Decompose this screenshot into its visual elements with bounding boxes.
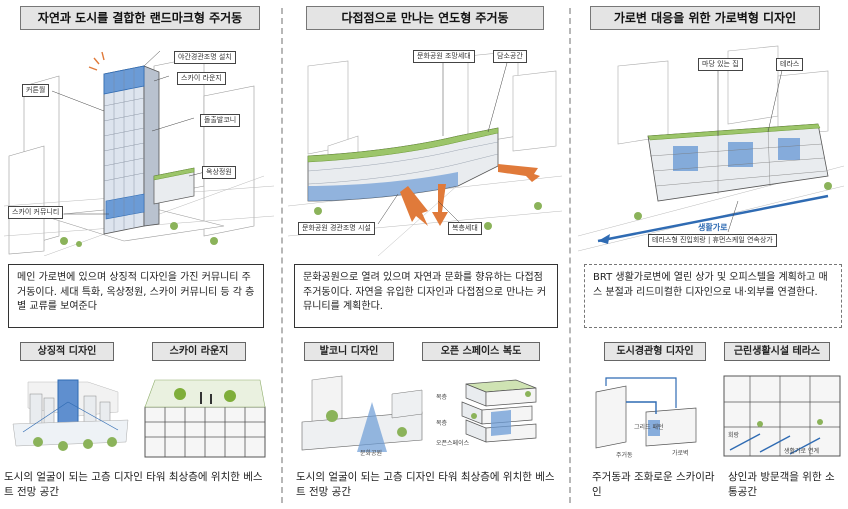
- sub-title-balcony-design: 발코니 디자인: [304, 342, 394, 361]
- callout-duplex-unit: 복층세대: [448, 222, 482, 235]
- column-description: 문화공원으로 열려 있으며 자연과 문화를 향유하는 다접점 주거동이다. 자연…: [294, 264, 558, 328]
- sub-title-open-corridor: 오픈 스페이스 복도: [422, 342, 540, 361]
- callout-roof-garden: 옥상정원: [202, 166, 236, 179]
- symbolic-design-illustration: [8, 372, 132, 460]
- column-description: BRT 생활가로변에 열린 상가 및 오피스텔을 계획하고 매스 분절과 리드미…: [584, 264, 842, 328]
- cityscape-design-illustration: 그리드 패턴 주거동 가로벽: [586, 372, 712, 460]
- label-duplex: 복층: [436, 420, 448, 427]
- label-duplex: 복층: [436, 394, 448, 401]
- callout-curtain-wall: 커튼월: [22, 84, 50, 97]
- label-grid-pattern: 그리드 패턴: [634, 424, 664, 431]
- sub-caption: 도시의 얼굴이 되는 고층 디자인 타워 최상층에 위치한 베스트 전망 공간: [4, 471, 263, 498]
- callout-sky-community: 스카이 커뮤니티: [8, 206, 64, 219]
- callout-balcony: 돌출발코니: [200, 114, 241, 127]
- sub-caption: 상인과 방문객을 위한 소통공간: [728, 471, 835, 498]
- column-title: 가로변 대응을 위한 가로벽형 디자인: [590, 6, 820, 30]
- callout-chat-space: 담소공간: [493, 50, 527, 63]
- sub-title-cityscape-design: 도시경관형 디자인: [604, 342, 706, 361]
- sky-lounge-illustration: [140, 372, 270, 460]
- sub-title-terrace: 근린생활시설 테라스: [724, 342, 830, 361]
- column-separator: [569, 8, 571, 503]
- sub-caption: 도시의 얼굴이 되는 고층 디자인 타워 최상층에 위치한 베스트 전망 공간: [296, 471, 555, 498]
- label-open-space: 오픈스페이스: [436, 440, 470, 447]
- sub-title-sky-lounge: 스카이 라운지: [152, 342, 246, 361]
- label-arcade: 회랑: [728, 432, 740, 439]
- callout-terrace: 테라스: [776, 58, 804, 71]
- sub-caption: 주거동과 조화로운 스카이라인: [592, 471, 715, 498]
- callout-courtyard-house: 마당 있는 집: [698, 58, 743, 71]
- landmark-tower-illustration: 야간경관조명 설치 스카이 라운지 커튼월 돌출발코니 옥상정원 스카이 커뮤니…: [4, 36, 274, 256]
- terrace-illustration: 회랑 생활가로 연계: [720, 372, 844, 460]
- perimeter-block-illustration: 문화공원 조망세대 담소공간 문화공원 경관조명 시설 복층세대: [288, 36, 562, 256]
- balcony-design-illustration: 문화공원: [292, 372, 432, 460]
- label-residential: 주거동: [616, 452, 633, 459]
- label-street-link: 생활가로 연계: [784, 448, 820, 455]
- label-living-street: 생활가로: [698, 223, 728, 232]
- street-wall-illustration: 마당 있는 집 테라스 생활가로 테라스형 진입회랑 | 휴먼스케일 연속상가: [578, 36, 844, 256]
- callout-sky-lounge: 스카이 라운지: [177, 72, 226, 85]
- callout-terrace-arcade: 테라스형 진입회랑 | 휴먼스케일 연속상가: [648, 234, 777, 247]
- column-title: 자연과 도시를 결합한 랜드마크형 주거동: [20, 6, 260, 30]
- column-description: 메인 가로변에 있으며 상징적 디자인을 가진 커뮤니티 주거동이다. 세대 특…: [8, 264, 264, 328]
- sub-title-symbolic-design: 상징적 디자인: [20, 342, 114, 361]
- open-corridor-illustration: 복층 복층 오픈스페이스: [436, 372, 558, 460]
- column-separator: [281, 8, 283, 503]
- callout-park-lighting: 문화공원 경관조명 시설: [298, 222, 375, 235]
- column-title: 다접점으로 만나는 연도형 주거동: [306, 6, 544, 30]
- callout-night-lighting: 야간경관조명 설치: [174, 51, 236, 64]
- callout-park-view-unit: 문화공원 조망세대: [413, 50, 475, 63]
- label-culture-park: 문화공원: [360, 450, 383, 457]
- label-street-wall: 가로벽: [672, 450, 689, 457]
